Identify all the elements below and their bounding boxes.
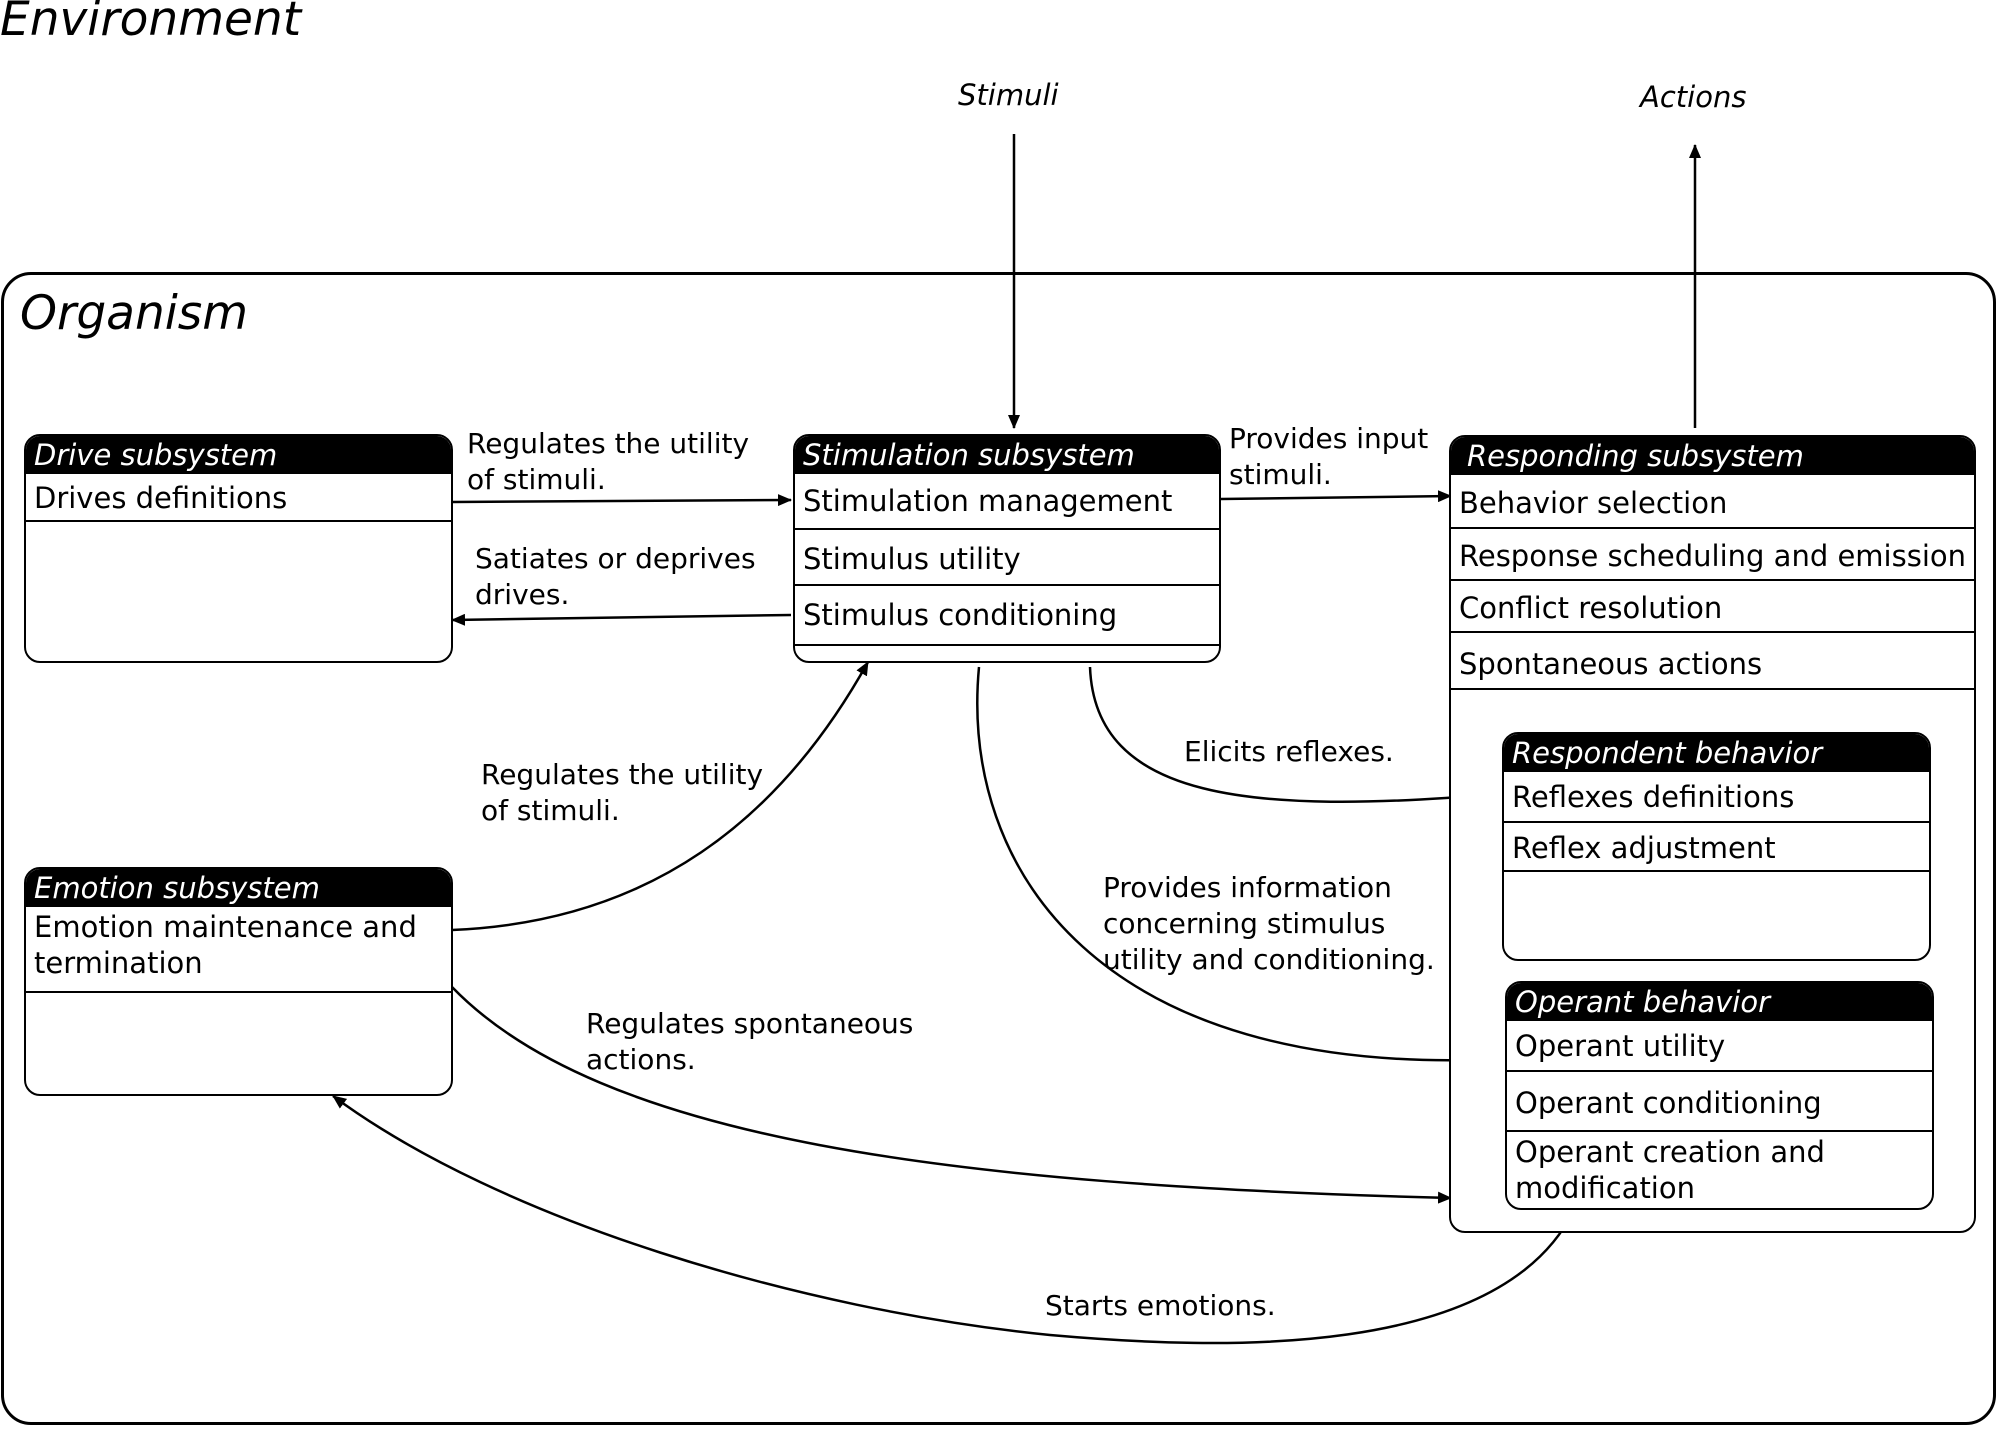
respondent-behavior-title: Respondent behavior: [1504, 734, 1929, 772]
emotion-subsystem-box: Emotion subsystem Emotion maintenance an…: [24, 867, 453, 1096]
environment-title: Environment: [0, 0, 302, 47]
edge-provides-information: [976, 666, 1500, 1066]
drive-row-drives-definitions: Drives definitions: [26, 474, 451, 522]
operant-row-conditioning: Operant conditioning: [1507, 1072, 1932, 1132]
responding-subsystem-title: Responding subsystem: [1451, 437, 1974, 475]
label-elicits-reflexes: Elicits reflexes.: [1184, 735, 1394, 768]
stimulation-row-utility: Stimulus utility: [795, 530, 1219, 586]
organism-title: Organism: [20, 286, 249, 341]
stimulation-row-management: Stimulation management: [795, 474, 1219, 530]
edge-elicits-reflexes: [1088, 666, 1500, 803]
stimulation-subsystem-box: Stimulation subsystem Stimulation manage…: [793, 434, 1221, 663]
respondent-row-reflex-adjustment: Reflex adjustment: [1504, 823, 1929, 872]
edge-drive-to-stimulation: [451, 494, 792, 507]
edge-regulates-spontaneous: [451, 986, 1452, 1204]
responding-row-behavior-selection: Behavior selection: [1451, 475, 1974, 529]
edge-stimulation-to-responding: [1220, 490, 1452, 503]
stimulation-row-conditioning: Stimulus conditioning: [795, 586, 1219, 646]
organism-container: [1, 272, 1996, 1425]
stimuli-label: Stimuli: [958, 78, 1059, 112]
drive-subsystem-title: Drive subsystem: [26, 436, 451, 474]
emotion-row-maintenance-termination: Emotion maintenance and termination: [26, 907, 451, 993]
stimulation-subsystem-title: Stimulation subsystem: [795, 436, 1219, 474]
responding-row-conflict-resolution: Conflict resolution: [1451, 581, 1974, 633]
responding-row-response-scheduling: Response scheduling and emission: [1451, 529, 1974, 581]
responding-row-spontaneous-actions: Spontaneous actions: [1451, 633, 1974, 690]
respondent-row-reflexes-definitions: Reflexes definitions: [1504, 772, 1929, 823]
edge-emotion-to-stimulation: [451, 661, 870, 932]
edge-starts-emotions: [332, 1094, 1576, 1345]
emotion-subsystem-title: Emotion subsystem: [26, 869, 451, 907]
operant-behavior-title: Operant behavior: [1507, 983, 1932, 1021]
actions-label: Actions: [1640, 80, 1747, 114]
respondent-behavior-box: Respondent behavior Reflexes definitions…: [1502, 732, 1931, 961]
operant-behavior-box: Operant behavior Operant utility Operant…: [1505, 981, 1934, 1210]
operant-row-creation-modification: Operant creation and modification: [1515, 1135, 1825, 1205]
drive-subsystem-box: Drive subsystem Drives definitions: [24, 434, 453, 663]
label-starts-emotions: Starts emotions.: [1045, 1289, 1276, 1322]
operant-row-utility: Operant utility: [1507, 1021, 1932, 1072]
edge-stimulation-to-drive: [451, 613, 792, 626]
